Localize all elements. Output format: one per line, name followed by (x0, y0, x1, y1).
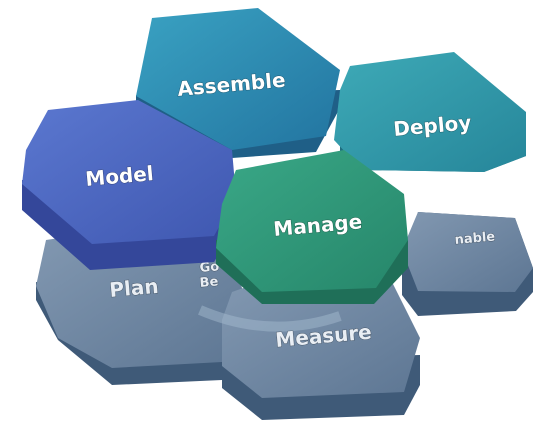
hex-enable-label: nable (454, 229, 496, 247)
hex-govern-label-line2: Be (199, 274, 219, 291)
hex-model-label: Model (84, 161, 154, 191)
hex-deploy: Deploy (334, 52, 526, 172)
hex-model: Model (22, 100, 236, 270)
hex-manage: Manage (216, 150, 408, 304)
hex-measure: Measure (198, 280, 420, 420)
hex-plan-label: Plan (108, 274, 159, 302)
hex-enable: nable (402, 212, 533, 316)
hex-govern-label-line1: Go (199, 259, 220, 276)
hex-plan: Plan Go Be (36, 232, 246, 385)
hex-assemble: Assemble (136, 8, 340, 158)
